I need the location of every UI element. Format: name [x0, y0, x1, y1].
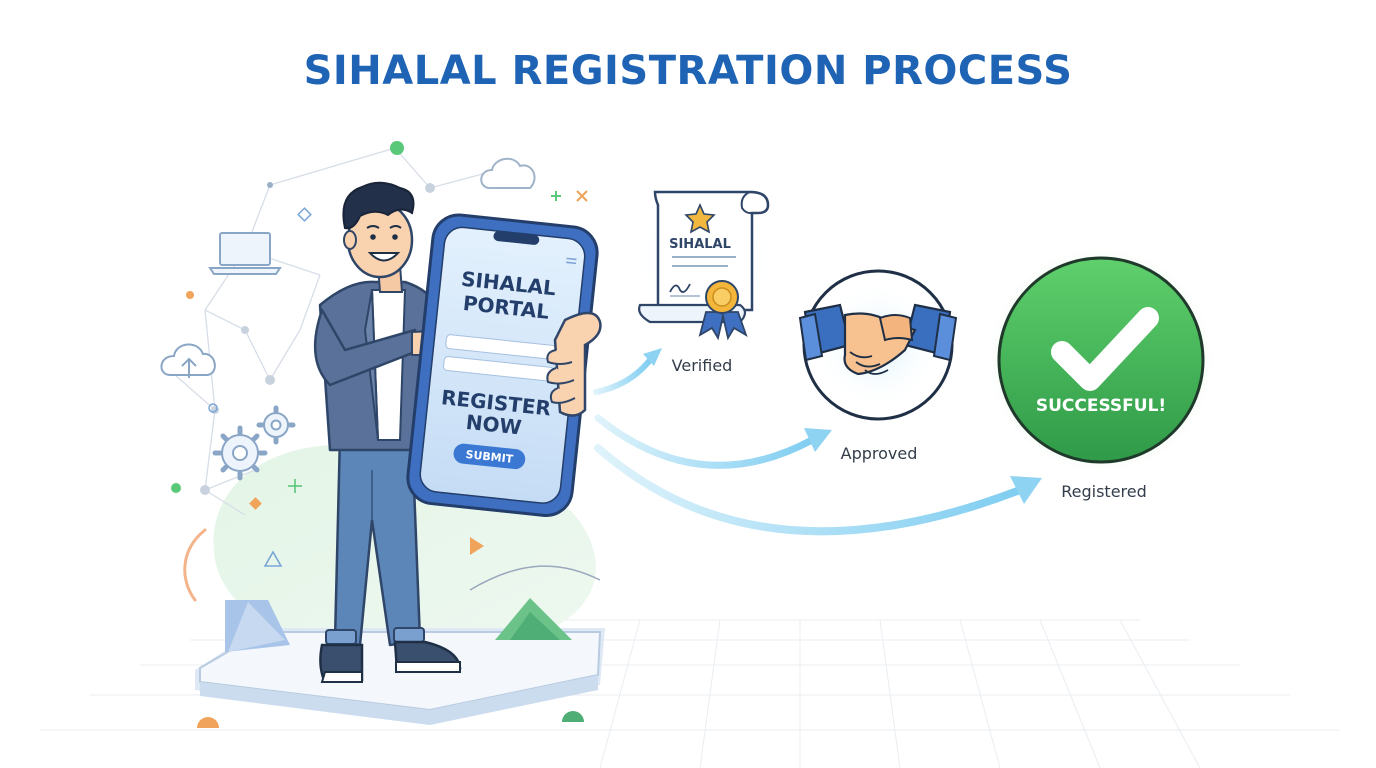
half-circle-decoration — [562, 711, 584, 722]
diamond-icon — [297, 207, 312, 222]
person-illustration — [313, 181, 462, 683]
play-icon — [470, 537, 484, 555]
cloud-upload-icon — [160, 343, 216, 378]
half-circle-decoration — [197, 717, 219, 728]
green-dot — [390, 141, 404, 155]
blue-dot — [267, 182, 273, 188]
gear-teeth — [212, 405, 296, 481]
orange-dot — [186, 291, 194, 299]
triangle-decoration — [228, 602, 285, 652]
flow-arrows — [593, 348, 1042, 536]
network-nodes — [200, 183, 435, 495]
submit-button[interactable]: SUBMIT — [465, 448, 514, 466]
triangle-icon — [263, 550, 283, 567]
certificate-label: SIHALAL — [669, 237, 731, 252]
diamond-icon — [249, 497, 262, 510]
handshake-icon — [798, 269, 958, 421]
verified-certificate-icon — [635, 190, 775, 341]
step-label-approved: Approved — [841, 444, 918, 463]
success-badge — [983, 242, 1219, 478]
plus-icon — [551, 191, 561, 201]
register-line2: NOW — [465, 410, 523, 440]
arc-decoration — [183, 528, 207, 602]
cloud-icon — [480, 157, 536, 189]
laptop-icon — [208, 232, 282, 275]
phone-device — [406, 213, 599, 518]
checkmark-icon — [1051, 307, 1159, 391]
mountain-decoration — [510, 612, 560, 640]
success-badge-text: SUCCESSFUL! — [1036, 396, 1166, 416]
close-icon — [576, 190, 588, 202]
step-label-registered: Registered — [1061, 482, 1147, 501]
green-dot — [171, 483, 181, 493]
sparkle-icon — [288, 479, 302, 493]
ring-dot — [208, 403, 218, 413]
step-label-verified: Verified — [672, 356, 733, 375]
holding-hand — [546, 311, 602, 417]
page-title: SIHALAL REGISTRATION PROCESS — [303, 48, 1073, 94]
decorative-wave — [469, 565, 601, 591]
